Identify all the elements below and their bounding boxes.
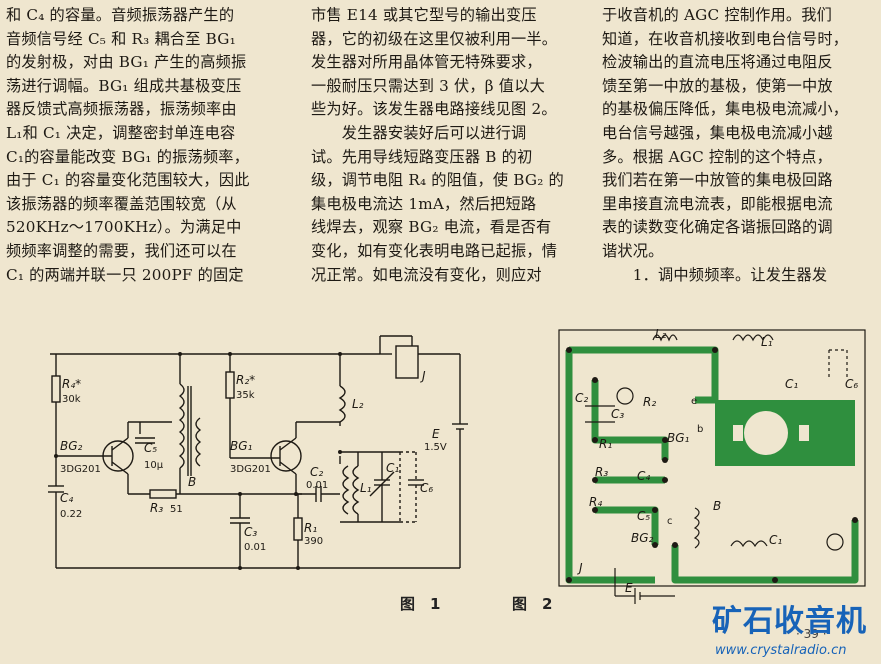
fig2-pin-e: e bbox=[691, 396, 697, 407]
text-line: 谐状况。 bbox=[602, 241, 664, 260]
fig2-label-l2: L₂ bbox=[655, 327, 667, 341]
fig2-label-c3: C₃ bbox=[611, 407, 624, 421]
figure-1-schematic: R₄* 30k BG₂ 3DG201 C₅ 10μ B C₄ 0.22 R₃ 5… bbox=[48, 335, 468, 570]
fig1-label-r1v: 390 bbox=[304, 536, 323, 547]
text-line: 发生器安装好后可以进行调 bbox=[311, 123, 527, 142]
figure-1-caption: 图 1 bbox=[400, 595, 441, 613]
fig1-label-c2v: 0.01 bbox=[306, 480, 328, 491]
text-line: 集电极电流达 1mA，然后把短路 bbox=[311, 194, 537, 213]
text-line: 馈至第一中放的基极，使第一中放 bbox=[602, 76, 833, 95]
fig1-label-r2: R₂* bbox=[236, 373, 255, 387]
fig1-label-bg2m: 3DG201 bbox=[60, 464, 101, 475]
text-line: 和 C₄ 的容量。音频振荡器产生的 bbox=[6, 6, 235, 24]
fig2-label-c1: C₁ bbox=[785, 377, 798, 391]
fig1-label-l1: L₁ bbox=[360, 481, 372, 495]
text-line: C₁的容量能改变 BG₁ 的振荡频率， bbox=[6, 147, 250, 166]
text-line: 里串接直流电流表，即能根据电流 bbox=[602, 194, 833, 213]
text-line: 该振荡器的频率覆盖范围较宽（从 bbox=[6, 194, 237, 213]
text-line: 的基极偏压降低，集电极电流减小， bbox=[602, 100, 849, 119]
fig1-label-ev: 1.5V bbox=[424, 442, 447, 453]
fig2-label-bg1: BG₁ bbox=[667, 431, 690, 445]
text-column-1: 和 C₄ 的容量。音频振荡器产生的音频信号经 C₅ 和 R₃ 耦合至 BG₁ 的发… bbox=[6, 4, 291, 287]
text-line: 音频信号经 C₅ 和 R₃ 耦合至 BG₁ bbox=[6, 29, 236, 48]
fig2-pin-c: c bbox=[667, 516, 673, 527]
fig1-label-r3: R₃ bbox=[150, 501, 163, 515]
text-line: 市售 E14 或其它型号的输出变压 bbox=[311, 6, 537, 24]
page-number: · 39 · bbox=[796, 627, 827, 641]
fig2-label-c6: C₆ bbox=[845, 377, 858, 391]
text-line: 器，它的初级在这里仅被利用一半。 bbox=[311, 29, 558, 48]
fig1-label-e: E bbox=[432, 427, 440, 441]
fig1-label-j: J bbox=[420, 369, 426, 383]
text-line: 知道，在收音机接收到电台信号时， bbox=[602, 29, 849, 48]
text-line: 些为好。该发生器电路接线见图 2。 bbox=[311, 100, 557, 119]
text-line: 器反馈式高频振荡器，振荡频率由 bbox=[6, 100, 237, 119]
fig2-label-c5: C₅ bbox=[637, 509, 650, 523]
fig2-label-e: E bbox=[625, 581, 633, 595]
text-line: 线焊去，观察 BG₂ 电流，看是否有 bbox=[311, 218, 552, 237]
text-line: 一般耐压只需达到 3 伏，β 值以大 bbox=[311, 76, 545, 95]
fig1-label-r1: R₁ bbox=[304, 521, 317, 535]
fig2-pin-b: b bbox=[697, 424, 703, 435]
fig1-label-r4: R₄* bbox=[62, 377, 81, 391]
fig2-label-l1: L₁ bbox=[761, 335, 773, 349]
fig1-label-bg1m: 3DG201 bbox=[230, 464, 271, 475]
watermark-brand: 矿石收音机 bbox=[712, 604, 867, 639]
text-line: 由于 C₁ 的容量变化范围较大，因此 bbox=[6, 171, 250, 190]
fig1-label-c1: C₁ bbox=[386, 461, 399, 475]
figure-2-caption: 图 2 bbox=[512, 595, 553, 613]
fig2-label-c1b: C₁ bbox=[769, 533, 782, 547]
text-line: 我们若在第一中放管的集电极回路 bbox=[602, 171, 833, 190]
fig2-label-c4: C₄ bbox=[637, 469, 650, 483]
text-line: 的发射极，对由 BG₁ 产生的高频振 bbox=[6, 53, 247, 72]
fig2-label-r3: R₃ bbox=[595, 465, 608, 479]
text-column-3: 于收音机的 AGC 控制作用。我们知道，在收音机接收到电台信号时， 检波输出的直流… bbox=[602, 4, 877, 287]
fig2-label-r4: R₄ bbox=[589, 495, 602, 509]
figure-2-pcb: L₂ L₁ C₁ C₆ C₂ C₃ R₂ R₁ R₃ R₄ C₄ C₅ BG₁ … bbox=[558, 327, 866, 604]
text-line: C₁ 的两端并联一只 200PF 的固定 bbox=[6, 265, 244, 284]
fig1-label-c3v: 0.01 bbox=[244, 542, 266, 553]
fig2-label-r1: R₁ bbox=[599, 437, 612, 451]
text-line: 变化，如有变化表明电路已起振，情 bbox=[311, 241, 558, 260]
fig1-label-c6: C₆ bbox=[420, 481, 433, 495]
fig2-label-b: B bbox=[713, 499, 721, 513]
fig1-label-l2: L₂ bbox=[352, 397, 364, 411]
text-line: 多。根据 AGC 控制的这个特点， bbox=[602, 147, 833, 166]
fig1-label-r3v: 51 bbox=[170, 504, 183, 515]
text-line: 表的读数变化确定各谐振回路的调 bbox=[602, 218, 833, 237]
fig2-label-j: J bbox=[577, 561, 583, 575]
fig2-label-c2: C₂ bbox=[575, 391, 588, 405]
text-line: 于收音机的 AGC 控制作用。我们 bbox=[602, 6, 833, 24]
text-line: 频频率调整的需要，我们还可以在 bbox=[6, 241, 237, 260]
text-line: 1．调中频频率。让发生器发 bbox=[602, 265, 828, 284]
fig1-label-r4v: 30k bbox=[62, 394, 81, 405]
fig1-label-c4v: 0.22 bbox=[60, 509, 82, 520]
text-column-2: 市售 E14 或其它型号的输出变压器，它的初级在这里仅被利用一半。发生器对所用晶… bbox=[311, 4, 586, 287]
fig1-label-b: B bbox=[188, 475, 196, 489]
fig1-label-c4: C₄ bbox=[60, 491, 73, 505]
fig1-label-bg2: BG₂ bbox=[60, 439, 83, 453]
text-line: 荡进行调幅。BG₁ 组成共基极变压 bbox=[6, 76, 242, 95]
text-line: 520KHz～1700KHz）。为满足中 bbox=[6, 218, 242, 237]
fig2-label-bg2: BG₂ bbox=[631, 531, 654, 545]
fig1-label-bg1: BG₁ bbox=[230, 439, 253, 453]
text-line: 电台信号越强，集电极电流减小越 bbox=[602, 123, 833, 142]
fig1-label-c5: C₅ bbox=[144, 441, 157, 455]
watermark-url: www.crystalradio.cn bbox=[715, 643, 847, 658]
fig1-label-c5v: 10μ bbox=[144, 460, 164, 471]
text-line: 级，调节电阻 R₄ 的阻值，使 BG₂ 的 bbox=[311, 171, 564, 190]
text-line: 发生器对所用晶体管无特殊要求， bbox=[311, 53, 542, 72]
text-line: 检波输出的直流电压将通过电阻反 bbox=[602, 53, 833, 72]
fig1-label-r2v: 35k bbox=[236, 390, 255, 401]
text-line: L₁和 C₁ 决定，调整密封单连电容 bbox=[6, 123, 236, 142]
fig1-label-c2: C₂ bbox=[310, 465, 323, 479]
text-line: 况正常。如电流没有变化，则应对 bbox=[311, 265, 542, 284]
fig1-label-c3: C₃ bbox=[244, 525, 257, 539]
text-line: 试。先用导线短路变压器 B 的初 bbox=[311, 147, 533, 166]
fig2-label-r2: R₂ bbox=[643, 395, 656, 409]
